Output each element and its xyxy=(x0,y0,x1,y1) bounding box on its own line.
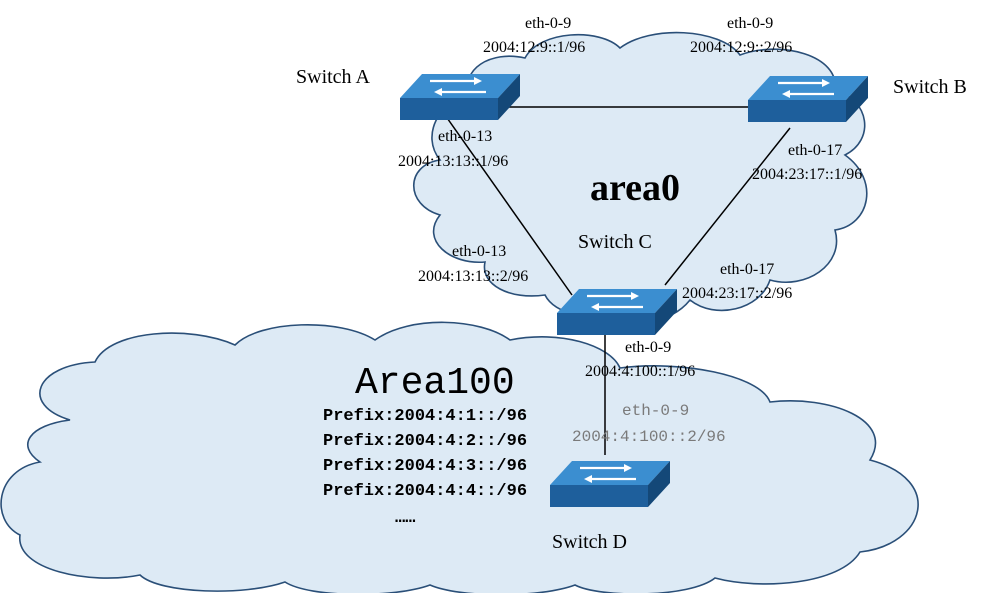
link-b-c xyxy=(664,127,791,286)
c-eth17-name: eth-0-17 xyxy=(720,261,774,278)
d-eth9-addr: 2004:4:100::2/96 xyxy=(572,428,726,446)
switch-b-label: Switch B xyxy=(893,76,967,98)
a-eth9-name: eth-0-9 xyxy=(525,15,571,32)
c-eth17-addr: 2004:23:17::2/96 xyxy=(682,285,792,302)
a-eth9-addr: 2004:12:9::1/96 xyxy=(483,39,585,56)
c-eth9-addr: 2004:4:100::1/96 xyxy=(585,363,695,380)
switch-a-icon xyxy=(398,72,522,122)
c-eth13-name: eth-0-13 xyxy=(452,243,506,260)
c-eth13-addr: 2004:13:13::2/96 xyxy=(418,268,528,285)
switch-a-label: Switch A xyxy=(296,66,370,88)
b-eth17-addr: 2004:23:17::1/96 xyxy=(752,166,862,183)
c-eth9-name: eth-0-9 xyxy=(625,339,671,356)
prefix-1: Prefix:2004:4:1::/96 xyxy=(323,407,527,426)
switch-c-icon xyxy=(555,287,679,337)
prefix-ellipsis: …… xyxy=(395,509,415,528)
a-eth13-addr: 2004:13:13::1/96 xyxy=(398,153,508,170)
switch-c-label: Switch C xyxy=(578,231,652,253)
prefix-3: Prefix:2004:4:3::/96 xyxy=(323,457,527,476)
b-eth9-addr: 2004:12:9::2/96 xyxy=(690,39,792,56)
link-a-c xyxy=(444,114,573,296)
b-eth9-name: eth-0-9 xyxy=(727,15,773,32)
a-eth13-name: eth-0-13 xyxy=(438,128,492,145)
area0-label: area0 xyxy=(590,167,680,209)
switch-d-icon xyxy=(548,459,672,509)
switch-d-label: Switch D xyxy=(552,531,627,553)
b-eth17-name: eth-0-17 xyxy=(788,142,842,159)
prefix-2: Prefix:2004:4:2::/96 xyxy=(323,432,527,451)
prefix-4: Prefix:2004:4:4::/96 xyxy=(323,482,527,501)
area100-cloud xyxy=(0,321,919,593)
area100-label: Area100 xyxy=(355,362,515,405)
switch-b-icon xyxy=(746,74,870,124)
d-eth9-name: eth-0-9 xyxy=(622,402,689,420)
